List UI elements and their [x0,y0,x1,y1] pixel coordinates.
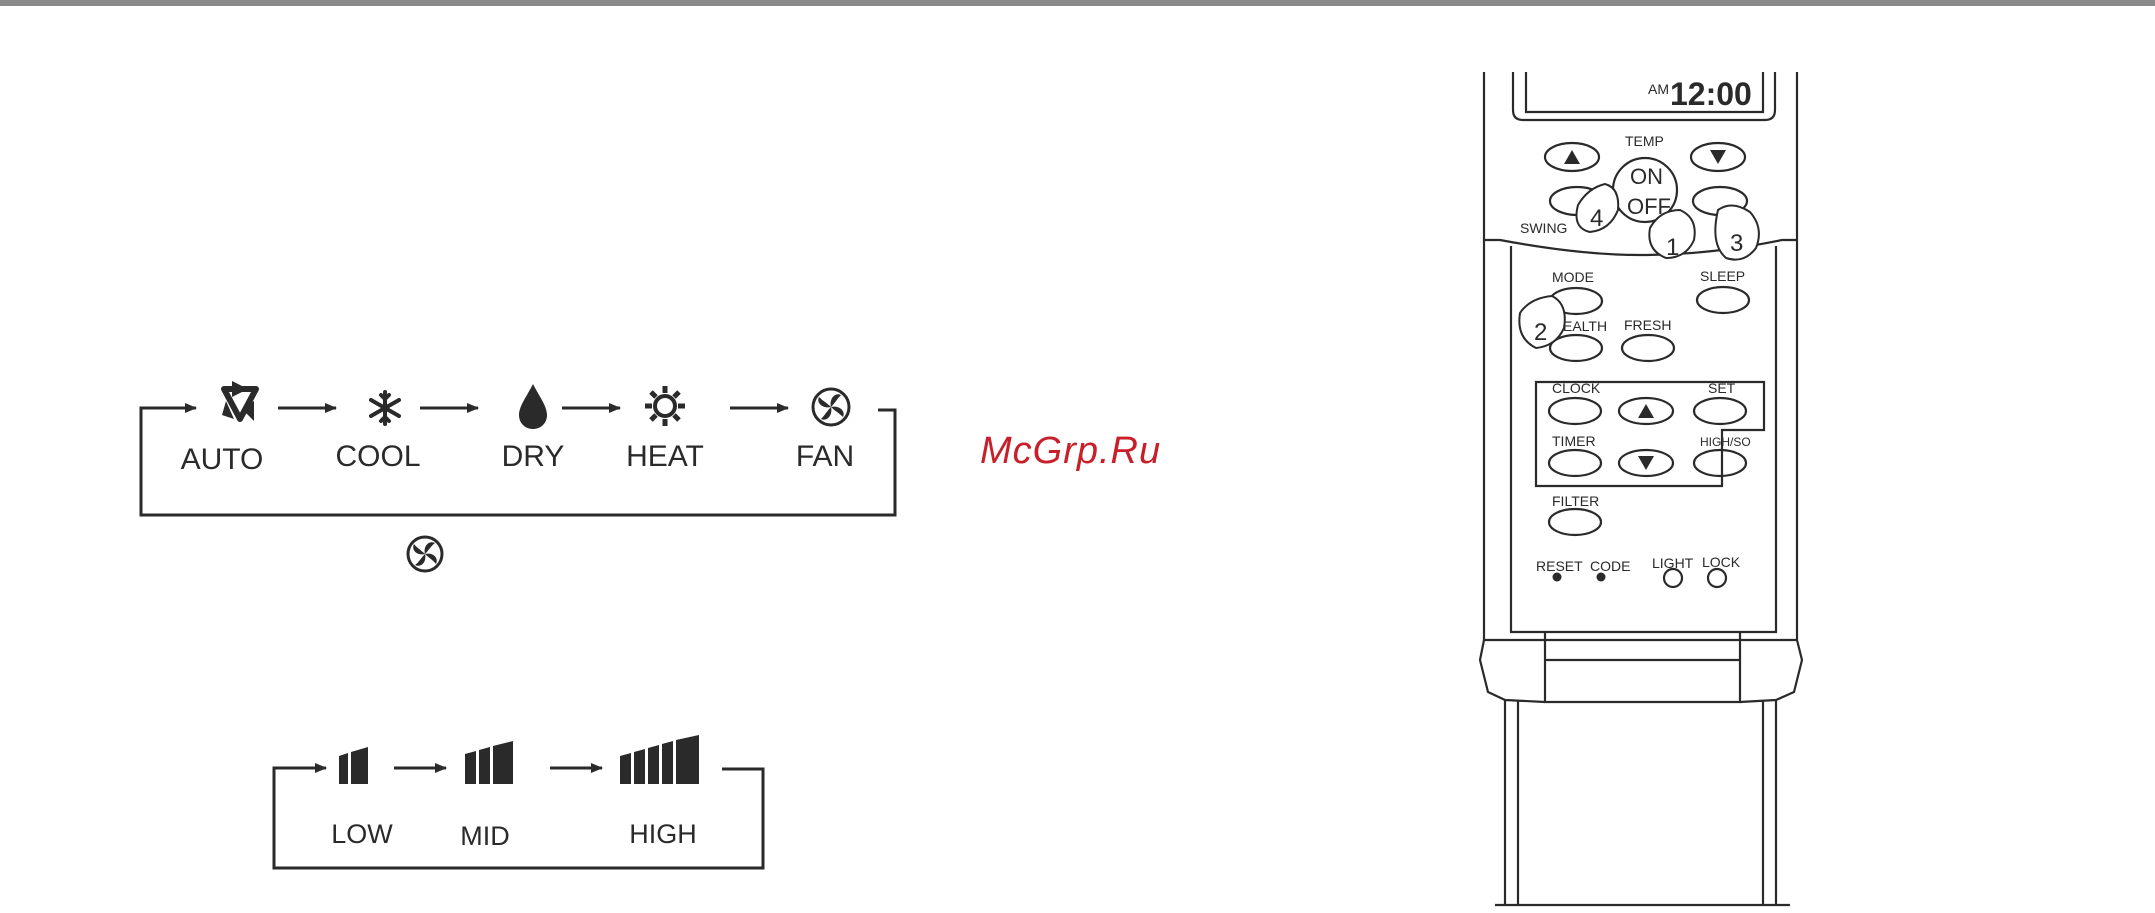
remote-control-illustration: AM 12:00 TEMP ON OFF SWING MODE SLEEP EA… [1460,60,1820,913]
fan-icon [408,537,442,571]
lock-label: LOCK [1702,554,1741,570]
snowflake-icon [371,392,399,424]
sleep-button[interactable] [1697,287,1749,313]
speed-label-mid: MID [460,821,510,851]
set-button[interactable] [1694,398,1746,424]
fan-speed-bars-icon [620,735,699,784]
filter-button[interactable] [1549,509,1601,535]
swing-label: SWING [1520,220,1567,236]
speed-label-high: HIGH [629,819,697,849]
fresh-button[interactable] [1622,335,1674,361]
remote-hinge [1484,632,1797,702]
mode-label-cool: COOL [335,440,420,473]
remote-cover [1480,640,1802,905]
clock-button[interactable] [1549,398,1601,424]
fan-icon [813,389,849,425]
mode-label-heat: HEAT [626,440,704,473]
mode-label-dry: DRY [502,440,565,473]
callout-number-3: 3 [1730,230,1743,257]
sun-icon [645,386,685,426]
fan-speed-bars-icon [339,747,368,784]
watermark-text: McGrp.Ru [980,430,1161,473]
callout-number-4: 4 [1590,205,1603,232]
clock-label: CLOCK [1552,380,1601,396]
remote-body [1484,72,1797,640]
display-time: 12:00 [1670,76,1752,112]
high-so-label: HIGH/SO [1700,435,1751,449]
display-am: AM [1648,81,1669,97]
mode-label-fan: FAN [796,440,854,473]
light-button[interactable] [1664,569,1682,587]
timer-button[interactable] [1549,450,1601,476]
sleep-label: SLEEP [1700,268,1745,284]
light-label: LIGHT [1652,555,1694,571]
triangle-up-icon [1564,150,1580,164]
code-label: CODE [1590,558,1630,574]
triangle-up-icon [1638,404,1654,418]
health-label: EALTH [1563,318,1607,334]
callout-number-1: 1 [1666,234,1679,261]
mode-label: MODE [1552,269,1594,285]
auto-mode-icon [222,381,256,421]
lock-button[interactable] [1708,569,1726,587]
triangle-down-icon [1638,456,1654,470]
speed-label-low: LOW [331,819,393,849]
fresh-label: FRESH [1624,317,1671,333]
set-label: SET [1708,380,1736,396]
fan-speed-bars-icon [465,741,513,784]
mode-label-auto: AUTO [181,443,264,476]
high-so-button[interactable] [1694,450,1746,476]
mode-cycle-diagram: AUTO COOL DRY HEAT FAN LOW MID HIGH [0,0,1000,913]
on-label: ON [1630,164,1663,189]
reset-label: RESET [1536,558,1583,574]
triangle-down-icon [1710,150,1726,164]
temp-label: TEMP [1625,133,1664,149]
timer-label: TIMER [1552,433,1596,449]
filter-label: FILTER [1552,493,1599,509]
droplet-icon [519,384,547,429]
callout-number-2: 2 [1534,319,1547,346]
